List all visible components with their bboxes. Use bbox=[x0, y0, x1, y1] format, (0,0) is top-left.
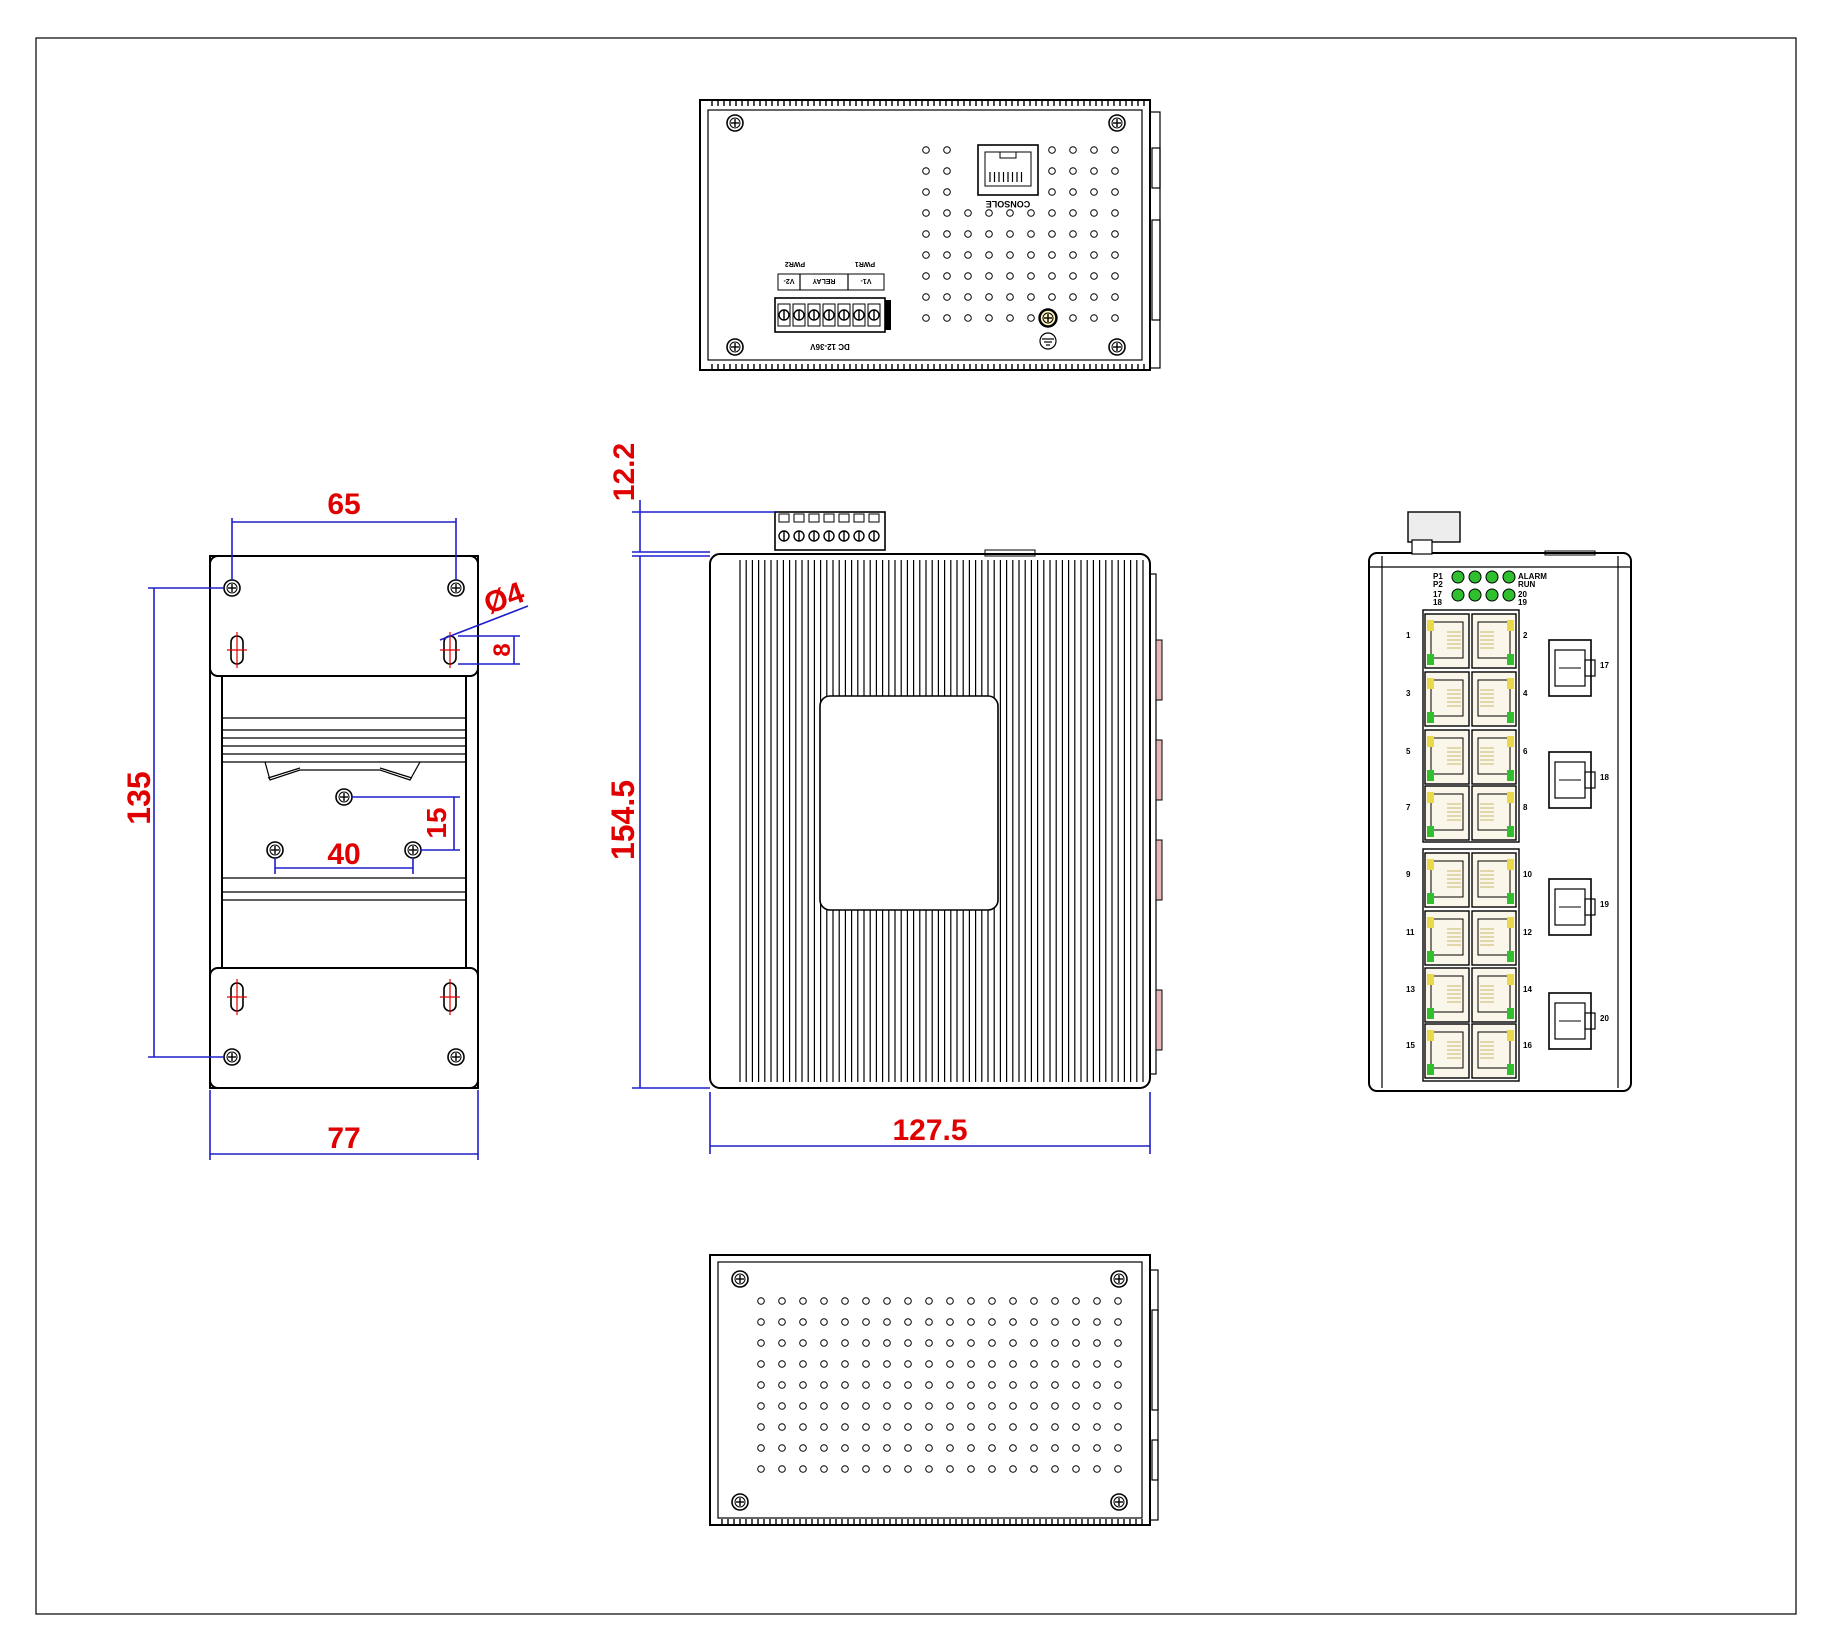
terminal-label-v1: V1- bbox=[860, 277, 872, 284]
dimension-12-2: 12.2 bbox=[608, 443, 641, 501]
dimension-154-5: 154.5 bbox=[605, 780, 641, 860]
port-label-6: 6 bbox=[1523, 747, 1528, 756]
drawing-frame bbox=[35, 37, 1797, 1615]
dimension-8: 8 bbox=[489, 643, 516, 656]
port-label-7: 7 bbox=[1406, 803, 1411, 812]
port-label-15: 15 bbox=[1406, 1041, 1415, 1050]
dimension-127-5: 127.5 bbox=[892, 1114, 967, 1147]
led-label-19: 19 bbox=[1518, 598, 1527, 607]
side-view-main-dimensions bbox=[632, 500, 1151, 1154]
top-view-vent-ticks bbox=[711, 100, 1145, 370]
terminal-label-relay: RELAY bbox=[812, 277, 835, 284]
terminal-labels: V2- RELAY V1- PWR2 PWR1 bbox=[777, 260, 885, 291]
led-label-alarm: ALARM bbox=[1518, 572, 1547, 581]
port-label-3: 3 bbox=[1406, 689, 1411, 698]
power-terminal-block[interactable] bbox=[774, 297, 891, 333]
sfp-label-19: 19 bbox=[1600, 900, 1609, 909]
sfp-label-20: 20 bbox=[1600, 1014, 1609, 1023]
led-label-18: 18 bbox=[1433, 598, 1442, 607]
status-leds bbox=[1451, 570, 1516, 602]
port-label-5: 5 bbox=[1406, 747, 1411, 756]
led-label-run: RUN bbox=[1518, 580, 1536, 589]
bottom-view bbox=[709, 1254, 1159, 1526]
led-label-20: 20 bbox=[1518, 590, 1527, 599]
top-view: CONSOLE V2- RELAY V1- PWR2 PWR1 DC 12-36… bbox=[699, 99, 1161, 371]
port-label-8: 8 bbox=[1523, 803, 1528, 812]
dimension-77: 77 bbox=[327, 1122, 360, 1155]
front-view: P1 P2 17 18 ALARM RUN 20 19 135791113152… bbox=[1368, 511, 1632, 1092]
dimension-65: 65 bbox=[327, 488, 360, 521]
terminal-label-v2: V2- bbox=[783, 277, 795, 284]
side-view-dimensions bbox=[148, 518, 529, 1160]
voltage-label: DC 12-36V bbox=[810, 342, 850, 351]
top-view-vent-holes bbox=[922, 146, 1119, 322]
port-label-14: 14 bbox=[1523, 985, 1532, 994]
port-label-10: 10 bbox=[1523, 870, 1532, 879]
side-view-din-rail bbox=[209, 555, 479, 1089]
dimension-135: 135 bbox=[121, 771, 157, 824]
pwr2-label: PWR2 bbox=[785, 260, 805, 267]
led-label-p1: P1 bbox=[1433, 572, 1443, 581]
dimension-15: 15 bbox=[421, 807, 452, 838]
port-label-4: 4 bbox=[1523, 689, 1528, 698]
side-view-fins bbox=[709, 511, 1163, 1089]
port-label-16: 16 bbox=[1523, 1041, 1532, 1050]
sfp-label-17: 17 bbox=[1600, 661, 1609, 670]
port-label-1: 1 bbox=[1406, 631, 1411, 640]
port-label-12: 12 bbox=[1523, 928, 1532, 937]
port-label-11: 11 bbox=[1406, 928, 1415, 937]
console-port[interactable] bbox=[977, 144, 1039, 196]
dimension-diameter-4: Ø4 bbox=[480, 576, 529, 621]
sfp-label-18: 18 bbox=[1600, 773, 1609, 782]
console-label: CONSOLE bbox=[986, 199, 1031, 209]
ground-screw bbox=[1038, 308, 1058, 350]
port-label-13: 13 bbox=[1406, 985, 1415, 994]
led-label-17: 17 bbox=[1433, 590, 1442, 599]
dimension-40: 40 bbox=[327, 838, 360, 871]
port-label-2: 2 bbox=[1523, 631, 1528, 640]
led-label-p2: P2 bbox=[1433, 580, 1443, 589]
pwr1-label: PWR1 bbox=[855, 260, 875, 267]
port-label-9: 9 bbox=[1406, 870, 1411, 879]
